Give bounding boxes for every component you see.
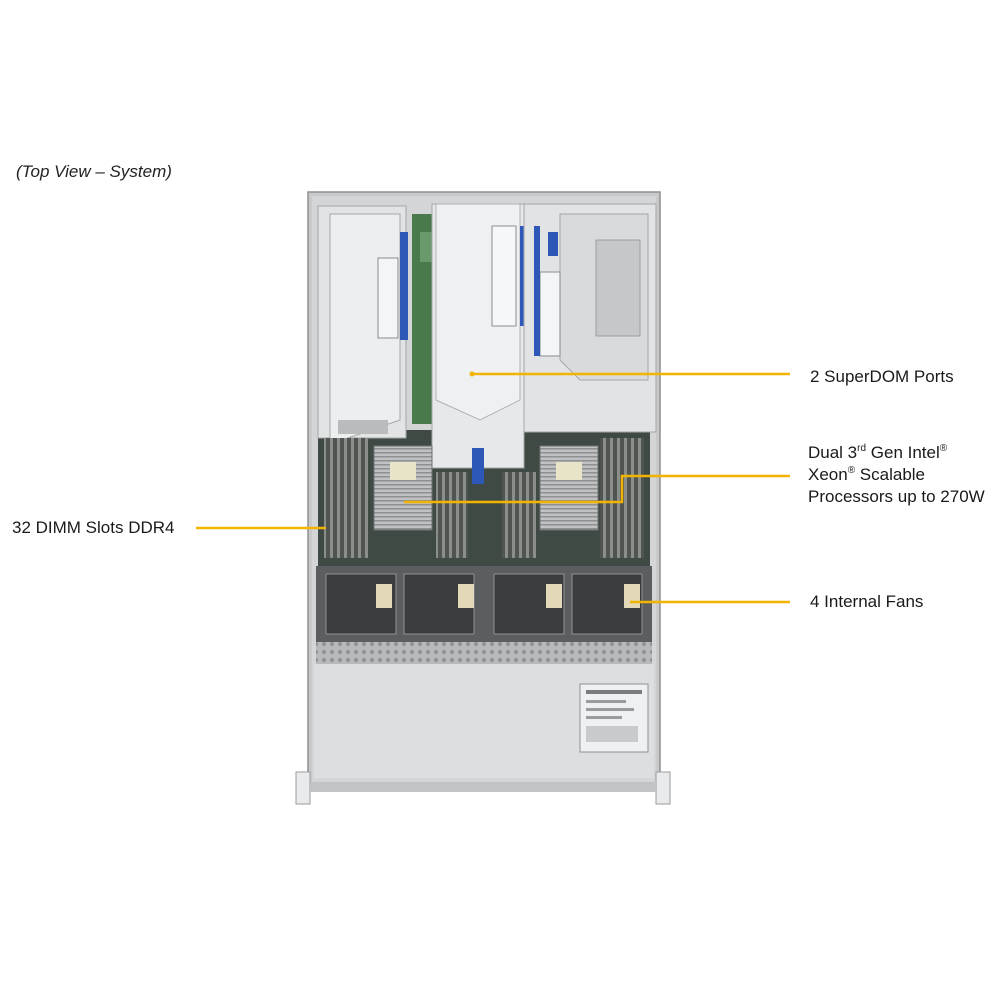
superdom-ports-label: 2 SuperDOM Ports [810,367,954,386]
vent-strip [316,642,652,664]
dimm-slots-label: 32 DIMM Slots DDR4 [12,518,175,537]
front-rack-ears [295,771,671,805]
top-cover-plate [314,664,654,778]
left-riser-bracket [317,205,408,441]
dimm-banks [324,438,644,558]
center-riser-bracket [431,203,526,484]
processors-line-2: Xeon® Scalable [808,465,926,484]
processors-line-1: Dual 3rd Gen Intel® [808,443,948,462]
leader-lines [196,371,790,604]
right-riser-bracket [523,203,657,433]
cpu-heatsinks [373,445,599,531]
internal-fans-label: 4 Internal Fans [810,592,924,611]
fan-bay [316,566,652,642]
processors-label: Dual 3rd Gen Intel® Xeon® Scalable Proce… [808,442,985,508]
processors-line-3: Processors up to 270W [808,487,985,506]
diagram-caption: (Top View – System) [16,162,172,181]
processor-leader-line [404,474,790,504]
